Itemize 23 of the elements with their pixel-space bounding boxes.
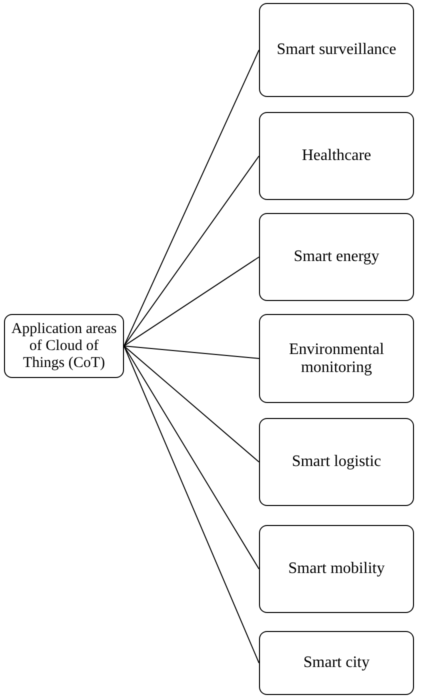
- rounded-box: [259, 213, 414, 301]
- rounded-box: [259, 631, 414, 695]
- connector-line: [124, 50, 260, 346]
- box-label: Smart energy: [294, 248, 380, 266]
- rounded-box: [259, 3, 414, 97]
- box-label: Application areas of Cloud of Things (CoT): [10, 320, 118, 372]
- box-label: Environmental monitoring: [288, 340, 386, 376]
- connector-line: [124, 346, 260, 570]
- connector-line: [124, 156, 260, 346]
- rounded-box: [4, 314, 124, 378]
- box-label: Smart city: [303, 654, 370, 672]
- connector-line: [124, 256, 260, 346]
- box-label: Smart logistic: [292, 453, 382, 471]
- box-label: Smart mobility: [288, 560, 385, 578]
- connector-line: [124, 346, 260, 664]
- connector-line: [124, 346, 260, 462]
- rounded-box: [259, 525, 414, 613]
- rounded-box: [259, 314, 414, 403]
- box-label: Healthcare: [302, 147, 372, 165]
- connector-line: [124, 346, 260, 359]
- box-label: Smart surveillance: [276, 41, 396, 59]
- rounded-box: [259, 418, 414, 506]
- rounded-box: [259, 112, 414, 200]
